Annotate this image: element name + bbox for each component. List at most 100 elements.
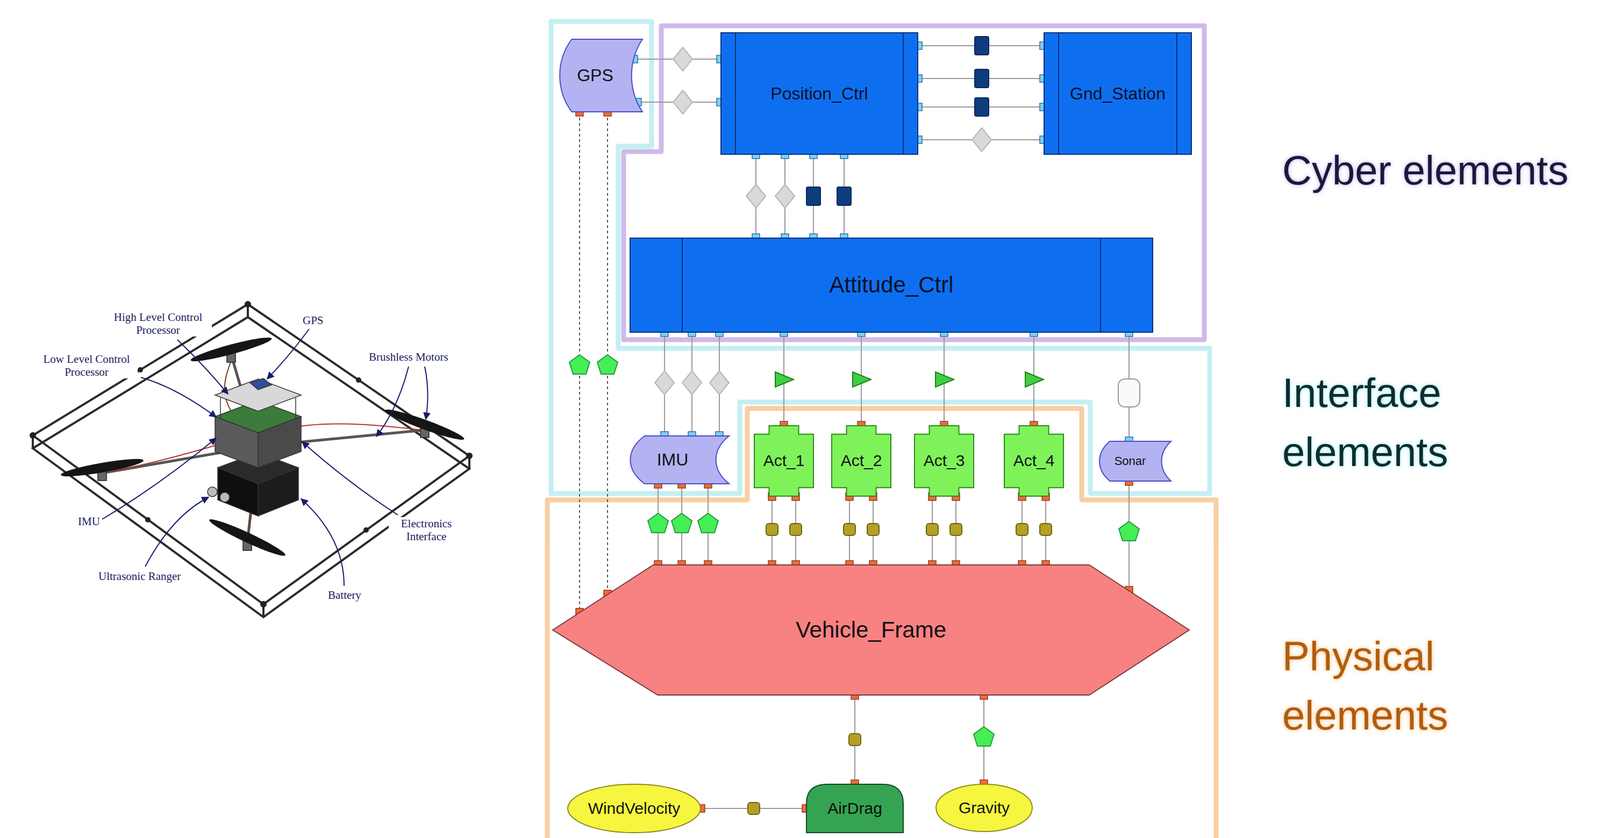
leader-line	[102, 438, 217, 520]
tri-symbol	[852, 372, 871, 388]
joint	[260, 601, 267, 608]
olive-shape	[950, 523, 962, 536]
olive-symbol	[747, 802, 760, 815]
dsq-symbol	[974, 97, 989, 117]
part-callout: Low Level Control Processor	[35, 352, 138, 379]
controller-block: Attitude_Ctrl	[629, 237, 1154, 333]
joint	[145, 517, 151, 523]
diamond-shape	[709, 370, 730, 395]
dashed-connector	[606, 112, 609, 595]
quadrotor-illustration	[29, 301, 473, 618]
joint	[355, 377, 362, 383]
sensor-block: IMU	[629, 435, 730, 485]
olive-shape	[1016, 523, 1028, 536]
olive-symbol	[1039, 523, 1052, 536]
pent-symbol	[697, 513, 719, 533]
block-divider	[734, 32, 737, 155]
standoff	[295, 397, 297, 419]
node-label: AirDrag	[827, 799, 883, 819]
olive-shape	[867, 523, 880, 536]
pent-shape	[973, 726, 995, 747]
actuator-block: Act_1	[753, 425, 814, 497]
block-divider	[902, 32, 904, 155]
node-label: Act_1	[763, 451, 805, 471]
motors	[97, 348, 430, 551]
label-anchor: Low Level Control Processor	[35, 352, 138, 379]
diamond-symbol	[972, 127, 992, 152]
node-label: GPS	[576, 65, 614, 86]
node-label: Gnd_Station	[1069, 83, 1166, 104]
joint	[466, 452, 473, 460]
dsq-shape	[974, 69, 989, 88]
node-label: Act_4	[1013, 451, 1055, 471]
dsq-symbol	[974, 69, 989, 88]
tri-symbol	[775, 372, 794, 388]
olive-shape	[848, 733, 861, 746]
diamond-shape	[775, 184, 795, 209]
diamond-symbol	[673, 90, 693, 114]
diamond-shape	[673, 90, 693, 114]
tri-shape	[1025, 372, 1044, 388]
part-callout: Ultrasonic Ranger	[96, 569, 183, 583]
physical-body: Vehicle_Frame	[552, 564, 1190, 696]
actuator-block: Act_2	[831, 425, 892, 497]
block-divider	[1058, 32, 1060, 155]
diamond-symbol	[746, 184, 766, 209]
olive-shape	[1039, 523, 1052, 536]
ports	[575, 41, 1133, 813]
avionics-stack	[207, 378, 302, 517]
propeller	[60, 455, 145, 481]
dsq-symbol	[974, 36, 989, 55]
diamond-symbol	[673, 47, 693, 71]
hexagon-outline	[552, 565, 1190, 696]
tri-shape	[852, 372, 871, 388]
tri-shape	[775, 372, 794, 388]
olive-shape	[766, 523, 778, 536]
pent-shape	[671, 513, 692, 533]
label-anchor: High Level Control Processor	[104, 310, 212, 337]
ultrasonic-ranger	[207, 487, 218, 497]
olive-shape	[843, 523, 856, 536]
region-label: Interface elements	[1282, 363, 1541, 482]
environment-source: WindVelocity	[567, 783, 702, 834]
pent-shape	[569, 354, 590, 375]
leader-line	[177, 339, 228, 395]
leader-line	[376, 366, 409, 437]
block-divider	[1176, 32, 1178, 155]
actuator-outline	[831, 425, 891, 497]
dsq-shape	[837, 187, 852, 206]
node-label: Gravity	[958, 798, 1010, 818]
node-label: WindVelocity	[588, 799, 681, 819]
part-callout: High Level Control Processor	[104, 310, 212, 337]
diamond-shape	[746, 184, 766, 209]
dsq-shape	[974, 97, 989, 117]
leader-line	[302, 441, 398, 516]
region-label: Cyber elements	[1282, 140, 1569, 200]
label-anchor: IMU	[76, 515, 102, 528]
diamond-symbol	[654, 370, 675, 395]
actuator-block: Act_4	[1003, 425, 1064, 497]
sensor-outline	[630, 436, 730, 484]
joint	[137, 367, 144, 373]
circuit-board	[215, 379, 302, 412]
leader-line	[267, 329, 310, 380]
olive-symbol	[766, 523, 778, 536]
sensor-outline	[559, 39, 643, 112]
propeller	[207, 515, 288, 560]
interface-region-outline	[551, 21, 1210, 494]
node-label: Act_2	[840, 451, 883, 471]
joint	[29, 432, 37, 439]
physical-effect: AirDrag	[805, 783, 904, 834]
leader-lines	[102, 329, 428, 587]
dsq-symbol	[806, 187, 821, 206]
label-anchor: GPS	[301, 313, 326, 327]
pent-symbol	[973, 726, 995, 747]
ultrasonic-ranger	[219, 492, 230, 503]
node-label: IMU	[656, 450, 689, 470]
part-callout: IMU	[76, 515, 102, 528]
ellipse-outline	[936, 784, 1033, 832]
actuator-block: Act_3	[913, 425, 975, 497]
pent-shape	[597, 354, 618, 375]
part-callout: Electronics Interface	[388, 517, 464, 544]
pill-shape	[1118, 379, 1140, 407]
